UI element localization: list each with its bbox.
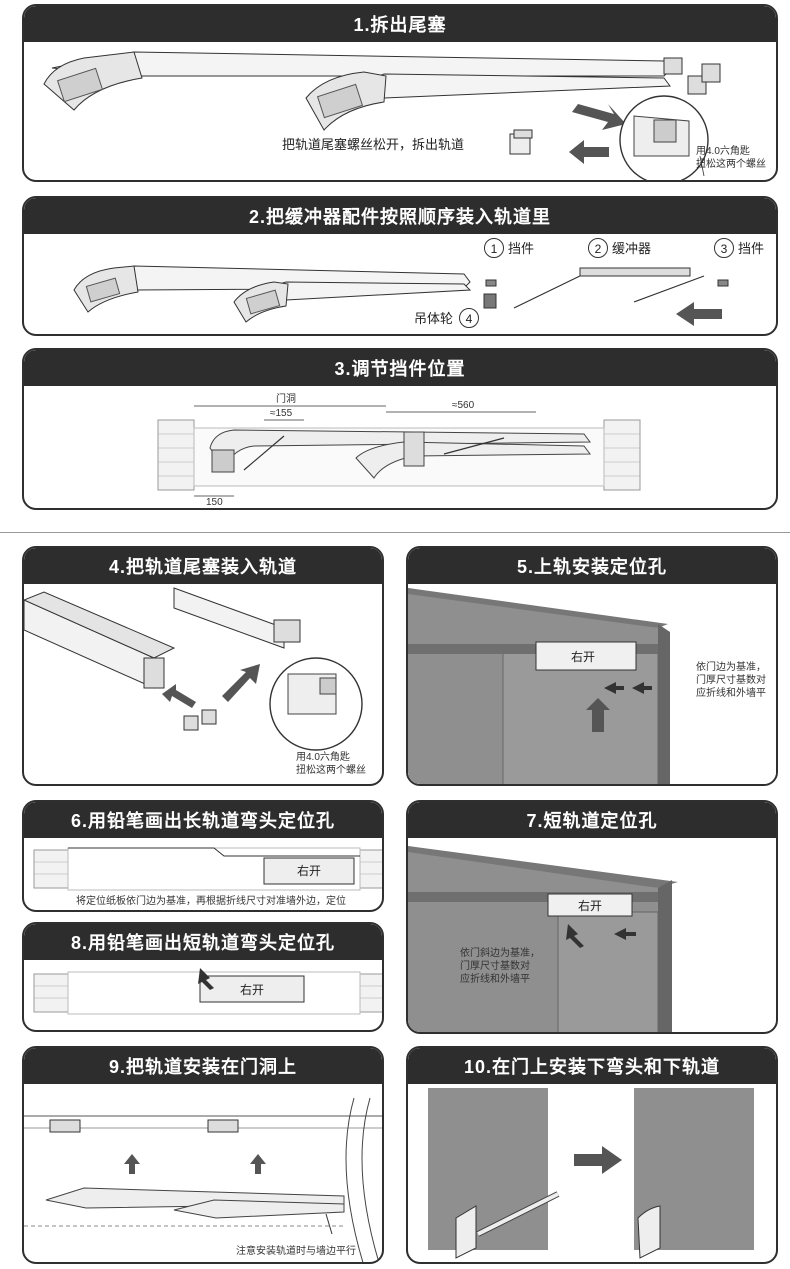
step-1-caption: 把轨道尾塞螺丝松开，拆出轨道: [282, 137, 464, 152]
step-1-note-line1: 用4.0六角匙: [696, 146, 750, 158]
dim-560: ≈560: [452, 400, 474, 412]
step-8-panel: 8.用铅笔画出短轨道弯头定位孔 右开: [22, 922, 384, 1032]
step-4-note-line2: 扭松这两个螺丝: [296, 765, 366, 777]
dim-155: ≈155: [270, 408, 292, 420]
step-1-note-line2: 扭松这两个螺丝: [696, 159, 766, 171]
step-3-panel: 3.调节挡件位置 门洞 ≈155 ≈560 150: [22, 348, 778, 510]
step-7-note-line3: 应折线和外墙平: [460, 974, 530, 986]
step-7-panel: 7.短轨道定位孔 右开 依门斜边为基准， 门厚尺寸基数对 应折线和外墙平: [406, 800, 778, 1034]
step-4-note-line1: 用4.0六角匙: [296, 752, 350, 764]
step-5-note-line2: 门厚尺寸基数对: [696, 675, 766, 687]
step-10-illustration: [408, 1048, 778, 1264]
part-4-badge: 4: [459, 308, 479, 328]
step-1-illustration: [24, 6, 778, 182]
part-3-label: 挡件: [738, 241, 764, 256]
dim-150: 150: [206, 497, 223, 509]
step-1-panel: 1.拆出尾塞 把轨道尾塞螺丝松开，拆出轨道 用4.0六角匙 扭松这两个螺丝: [22, 4, 778, 182]
step-5-plate-label: 右开: [571, 649, 595, 664]
part-1-badge: 1: [484, 238, 504, 258]
step-5-note-line1: 依门边为基准，: [696, 662, 766, 674]
part-1-label: 挡件: [508, 241, 534, 256]
step-5-panel: 5.上轨安装定位孔 右开 依门边为基准， 门厚尺寸基数对 应折线和外墙平: [406, 546, 778, 786]
step-6-plate-label: 右开: [297, 863, 321, 878]
step-6-caption: 将定位纸板依门边为基准，再根据折线尺寸对准墙外边，定位: [76, 896, 346, 908]
step-2-illustration: [24, 198, 778, 336]
step-5-note-line3: 应折线和外墙平: [696, 688, 766, 700]
part-3-badge: 3: [714, 238, 734, 258]
step-4-panel: 4.把轨道尾塞装入轨道 用4.0六角匙 扭松这两个螺丝: [22, 546, 384, 786]
step-3-illustration: [24, 350, 778, 510]
dim-door-opening: 门洞: [276, 394, 296, 406]
step-9-illustration: [24, 1048, 384, 1264]
step-9-caption: 注意安装轨道时与墙边平行: [236, 1246, 356, 1258]
part-4-label: 吊体轮: [414, 311, 453, 326]
step-10-panel: 10.在门上安装下弯头和下轨道: [406, 1046, 778, 1264]
step-8-illustration: 右开: [24, 924, 384, 1032]
step-9-panel: 9.把轨道安装在门洞上 注意安装轨道时与墙边平行: [22, 1046, 384, 1264]
step-2-panel: 2.把缓冲器配件按照顺序装入轨道里 1 挡件 2 缓冲器 3 挡件 吊体轮 4: [22, 196, 778, 336]
step-7-note-line2: 门厚尺寸基数对: [460, 961, 530, 973]
section-divider: [0, 532, 790, 533]
step-7-illustration: 右开: [408, 802, 778, 1034]
step-6-panel: 6.用铅笔画出长轨道弯头定位孔 右开 将定位纸板依门边为基准，再根据折线尺寸对准…: [22, 800, 384, 912]
step-4-illustration: [24, 548, 384, 786]
part-2-label: 缓冲器: [612, 241, 651, 256]
step-7-note-line1: 依门斜边为基准，: [460, 948, 540, 960]
step-7-plate-label: 右开: [578, 898, 602, 913]
part-2-badge: 2: [588, 238, 608, 258]
step-8-plate-label: 右开: [240, 982, 264, 997]
